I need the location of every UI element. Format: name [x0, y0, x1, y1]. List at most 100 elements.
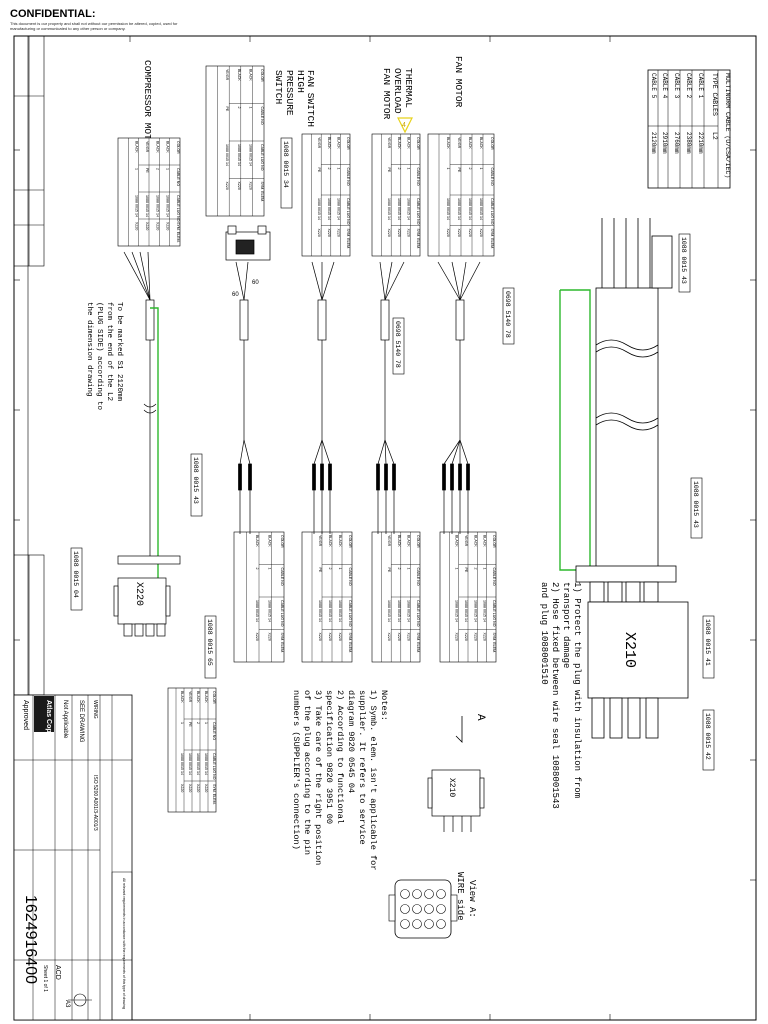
approved-label: Approved — [22, 700, 29, 730]
part-tag-text: 0698 5140 78 — [504, 291, 511, 338]
earth-wire-main — [559, 289, 591, 571]
wire-table-header: SYM. ELEM. — [280, 633, 284, 654]
wire-table-cell: 2 — [196, 722, 200, 724]
cable-row-length: 2910mm — [661, 132, 668, 154]
wire-table-cell: X220 — [406, 229, 410, 237]
wire-table-header: COLOR — [212, 691, 216, 704]
wire-table-cell: X220 — [483, 633, 487, 641]
revision-code: ACD — [54, 965, 61, 980]
wire-table-cell: X220 — [180, 784, 184, 792]
wire-table-cell: 2 — [327, 168, 331, 170]
wire-table-cell: X220 — [317, 229, 321, 237]
wire-table-header: COLOR — [490, 137, 494, 150]
wire-table-header: COLOR — [346, 137, 350, 150]
wire-table-cell: 1 — [135, 168, 139, 170]
wire-table-header: CABLE LUG NO — [176, 195, 180, 222]
not-applicable-label: Not Applicable — [62, 700, 68, 739]
wire-table-cell: BLACK — [155, 141, 159, 153]
wire-table-cell: 1088 0015 14 — [406, 198, 410, 220]
wire-table-header: SYM. ELEM. — [492, 633, 496, 654]
wire-table-cell: 1088 0015 14 — [166, 195, 170, 217]
wire-table-cell: YE/GR — [225, 69, 229, 81]
title-line: PRESSURE — [284, 70, 295, 116]
wire-table-cell: 1088 0015 14 — [387, 198, 391, 220]
pin-60-label: 60 — [232, 292, 239, 298]
wire-table-cell: BLACK — [406, 137, 410, 149]
wire-table-cell: X220 — [204, 784, 208, 792]
wire-table-header: SYM. ELEM. — [346, 229, 350, 250]
wire-table-cell: 1088 0015 14 — [180, 753, 184, 775]
part-tag: 1088 0015 43 — [190, 453, 203, 517]
part-tag-text: 1088 0015 41 — [704, 619, 711, 666]
wire-table-header: CABLE LUG NO — [260, 144, 264, 171]
wire-table-header: CABLE NO — [212, 722, 216, 740]
marked-note-line: from the end of the L2 — [105, 302, 113, 401]
wire-table-header: COLOR — [348, 535, 352, 548]
note-line: supplier. It refers to service — [357, 690, 367, 845]
wire-table-header: CABLE NO — [176, 168, 180, 186]
doc-ref: ISO 5200 A001/3-A001/3 — [92, 775, 98, 831]
x220-label: X220 — [133, 582, 144, 606]
wire-table-header: SYM. ELEM. — [176, 222, 180, 243]
wire-table-cell: 1088 0015 14 — [336, 198, 340, 220]
wire-table-cell: BLACK — [196, 691, 200, 703]
wire-table-cell: YE/GR — [318, 535, 322, 547]
drawing-type-label: SEE DRAWING — [78, 700, 84, 743]
note-line: 1) Symb. elem. isn't applicable for — [368, 690, 378, 871]
wire-table-cell: X220 — [196, 784, 200, 792]
wire-table-header: SYM. ELEM. — [490, 229, 494, 250]
wire-table-cell: BLACK — [455, 535, 459, 547]
wire-table-cell: PE — [464, 568, 468, 573]
wire-table-cell: X220 — [328, 633, 332, 641]
wire-table-cell: X220 — [237, 182, 241, 190]
wire-table-cell: 1088 0015 14 — [225, 144, 229, 166]
wire-table-cell: X220 — [397, 633, 401, 641]
part-tag-text: 0698 5140 78 — [394, 321, 401, 368]
wire-table-cell: YE/GR — [464, 535, 468, 547]
wire-table-header: COLOR — [416, 137, 420, 150]
wire-table-cell: BLACK — [204, 691, 208, 703]
wire-table-cell: BLACK — [268, 535, 272, 547]
part-tag: 0698 5140 78 — [502, 287, 515, 345]
title-line: THERMAL — [403, 68, 414, 108]
wire-table-cell: YE/GR — [188, 691, 192, 703]
wire-table-cell: X220 — [145, 222, 149, 230]
wire-table-cell: BLACK — [166, 141, 170, 153]
confidential-notice: This document is our property and shall … — [10, 21, 178, 31]
cable-row-name: CABLE 4 — [661, 73, 668, 99]
main-cable-bundle — [575, 218, 689, 739]
part-tag-text: 1088 0015 42 — [704, 713, 711, 760]
wire-table-cell: X220 — [166, 222, 170, 230]
wire-table-header: SYM. ELEM. — [212, 784, 216, 805]
wire-table-header: CABLE NO — [490, 168, 494, 186]
wire-table-cell: 1088 0015 14 — [387, 600, 391, 622]
wire-table-cell: 1088 0015 14 — [196, 753, 200, 775]
protect-note-line: 2) Hose fixed between wire seal 10880015… — [550, 582, 560, 809]
wire-table-cell: 1088 0015 14 — [406, 600, 410, 622]
wire-table-cell: X220 — [188, 784, 192, 792]
wire-table-cell: 1088 0015 14 — [188, 753, 192, 775]
wire-table-cell: BLACK — [468, 137, 472, 149]
note-line: numbers (SUPPLIER's connection) — [291, 690, 301, 850]
part-tag: 1088 0015 65 — [204, 615, 217, 679]
x210-small-label: X210 — [447, 778, 456, 797]
wire-table-cell: 2 — [468, 168, 472, 170]
confidential-heading: CONFIDENTIAL: — [10, 8, 96, 20]
notes-block: Notes:1) Symb. elem. isn't applicable fo… — [291, 690, 389, 871]
cable-row-length: 2210mm — [697, 132, 704, 154]
wire-table-cell: X220 — [336, 229, 340, 237]
wire-table-cell: X220 — [464, 633, 468, 641]
compressor-motor-title: COMPRESSOR MOTOR — [142, 60, 153, 152]
wire-table-cell: YE/GR — [387, 137, 391, 149]
wire-table-cell: X220 — [473, 633, 477, 641]
wire-table-cell: X220 — [268, 633, 272, 641]
wire-table-cell: X220 — [225, 182, 229, 190]
wire-table-cell: 1088 0015 14 — [457, 198, 461, 220]
warning-triangle-icon — [397, 117, 413, 134]
wire-table-header: CABLE LUG NO — [280, 600, 284, 627]
wire-table-cell: X220 — [338, 633, 342, 641]
cable-row-name: CABLE 2 — [685, 73, 692, 99]
warning-number: 4 — [402, 122, 406, 129]
cable-row-length: 2760mm — [673, 132, 680, 154]
